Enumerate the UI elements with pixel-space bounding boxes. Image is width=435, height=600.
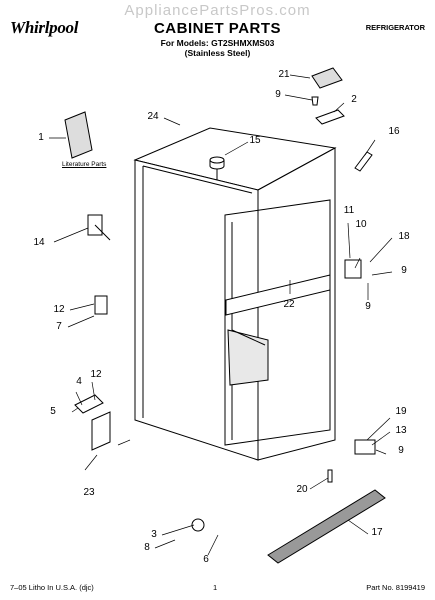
- callout-15: 15: [249, 135, 261, 146]
- brand-logo: Whirlpool: [10, 18, 79, 37]
- callout-24: 24: [147, 111, 159, 122]
- hinge-pin: [354, 151, 373, 172]
- callout-12-left: 12: [53, 304, 65, 315]
- callout-9-bottom: 9: [398, 445, 404, 456]
- callout-10: 10: [355, 219, 367, 230]
- callout-6: 6: [203, 554, 209, 565]
- hinge-cover: [311, 67, 343, 89]
- callout-1: 1: [38, 132, 44, 143]
- callout-23: 23: [83, 487, 95, 498]
- toe-grille: [267, 489, 386, 564]
- callout-12-bottom: 12: [90, 369, 102, 380]
- footer-litho: 7–05 Litho In U.S.A. (djc): [10, 583, 94, 592]
- callout-3: 3: [151, 529, 157, 540]
- callout-8: 8: [144, 542, 150, 553]
- leveler: [191, 518, 205, 532]
- models-line: For Models: GT2SHMXMS03: [160, 38, 275, 48]
- cabinet-opening: [224, 199, 331, 446]
- callout-9-top: 9: [275, 89, 281, 100]
- bottom-hinge: [354, 439, 376, 455]
- footer-part-number: Part No. 8199419: [366, 583, 425, 592]
- latch-bracket: [94, 295, 108, 315]
- door-stop: [87, 214, 111, 241]
- callout-16: 16: [388, 126, 400, 137]
- callout-14: 14: [33, 237, 45, 248]
- bracket-23: [91, 411, 111, 451]
- left-bracket: [74, 394, 104, 414]
- center-hinge: [344, 259, 362, 279]
- callout-5: 5: [50, 406, 56, 417]
- callout-21: 21: [278, 69, 290, 80]
- callout-17: 17: [371, 527, 383, 538]
- callout-19: 19: [395, 406, 407, 417]
- watermark-text: AppliancePartsPros.com: [124, 2, 311, 19]
- top-hinge: [315, 109, 345, 125]
- callout-13: 13: [395, 425, 407, 436]
- callout-9-mid: 9: [401, 265, 407, 276]
- cabinet-body: [133, 127, 337, 461]
- callout-20: 20: [296, 484, 308, 495]
- callout-9-low: 9: [365, 301, 371, 312]
- callout-2: 2: [351, 94, 357, 105]
- finish-line: (Stainless Steel): [184, 48, 251, 58]
- callout-7: 7: [56, 321, 62, 332]
- appliance-type: REFRIGERATOR: [365, 23, 425, 32]
- callout-11: 11: [343, 205, 355, 216]
- callout-22: 22: [283, 299, 295, 310]
- literature-booklet: [64, 111, 93, 159]
- page-title: CABINET PARTS: [153, 20, 282, 37]
- callout-18: 18: [398, 231, 410, 242]
- literature-label: Literature Parts: [62, 161, 107, 168]
- callout-4: 4: [76, 376, 82, 387]
- top-plug: [209, 156, 225, 180]
- footer-page-number: 1: [213, 583, 218, 592]
